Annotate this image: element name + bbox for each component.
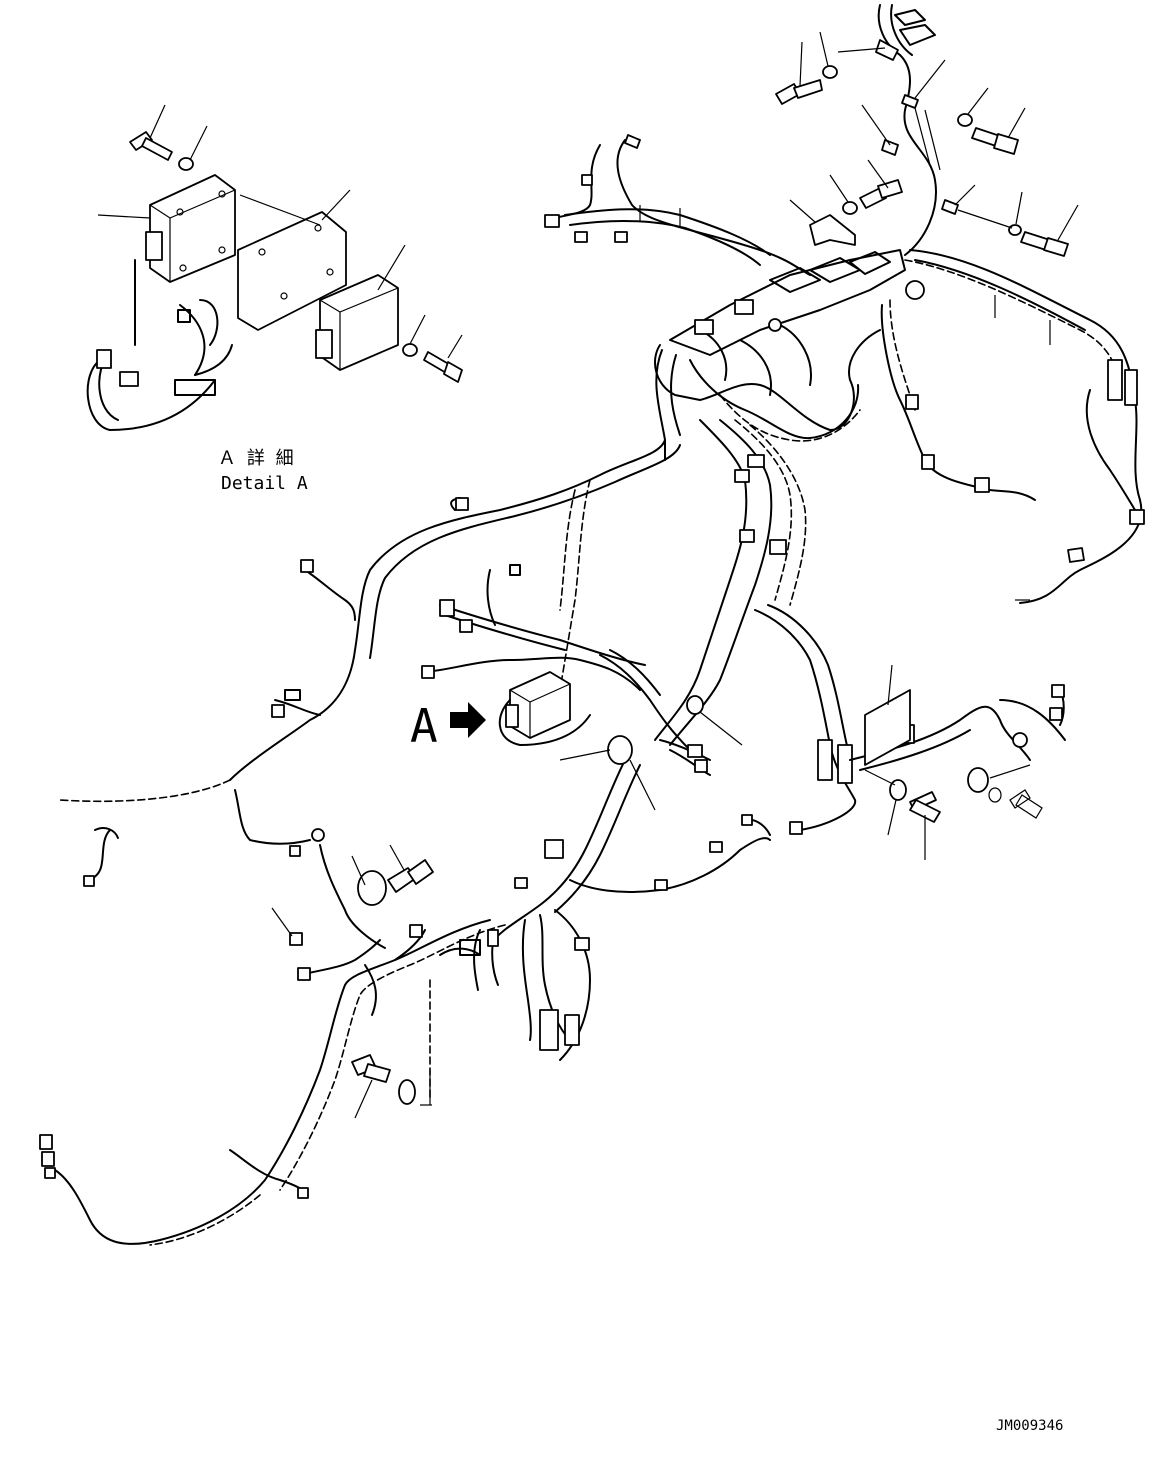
drawing-code: JM009346 [996,1418,1063,1434]
component-a [498,671,591,746]
washer-icon [402,343,418,357]
washer-icon [357,870,387,906]
bolt-icon [859,159,903,209]
bolt-icon [1020,204,1079,257]
washer-icon [967,767,989,793]
washer-icon [889,779,907,801]
detail-title-en: Detail A [221,473,308,494]
bolt-icon [775,41,823,105]
bolt-icon [129,104,173,161]
callout-letter: A [410,699,438,753]
bolt-icon [909,791,941,860]
washer-icon [988,787,1002,803]
washer-icon [957,113,973,127]
washer-icon [822,65,838,79]
bolt-icon [971,107,1026,155]
bolt-icon [351,1054,391,1119]
bolt-icon [387,844,434,893]
washer-icon [1008,224,1022,236]
detail-a-inset: Ａ 詳 細 Detail A [86,104,463,494]
bolt-icon [423,334,463,383]
washer-icon [178,157,194,171]
washer-icon [398,1079,416,1105]
arrow-right-icon [450,702,486,738]
detail-title-jp: Ａ 詳 細 [218,448,294,469]
mounting-plate [237,211,347,331]
clamp [559,695,743,811]
wire-harness [39,134,1145,1246]
bolt-icon [1009,789,1043,819]
relay-box [315,274,399,371]
nut-icon [271,907,303,946]
controller-box [145,174,236,283]
junction-block [654,249,906,461]
washer-icon [842,201,858,215]
bracket [809,214,856,246]
top-connector-cluster [775,4,1079,257]
cover-plate [864,689,911,766]
